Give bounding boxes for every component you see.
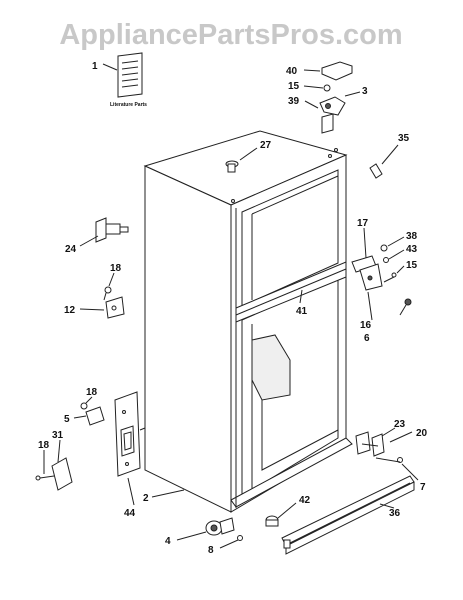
- callout-6: 6: [364, 333, 370, 344]
- callout-23: 23: [394, 419, 406, 430]
- kick-plate-bracket: [114, 391, 146, 506]
- literature-parts-card: Literature Parts: [102, 52, 147, 108]
- literature-caption: Literature Parts: [110, 102, 147, 108]
- bottom-hinge-right: [355, 427, 419, 481]
- callout-8: 8: [208, 545, 214, 556]
- callout-18-lower: 18: [86, 387, 98, 398]
- callout-40: 40: [286, 66, 298, 77]
- hinge-pin-part: [369, 144, 399, 179]
- callout-4: 4: [165, 536, 171, 547]
- callout-15-mid: 15: [406, 260, 418, 271]
- center-hinge-left: [79, 272, 125, 319]
- watermark-text: AppliancePartsPros.com: [59, 19, 402, 51]
- top-hinge-cover: [303, 61, 353, 81]
- callout-18-bottom: 18: [38, 440, 50, 451]
- callout-42: 42: [299, 495, 311, 506]
- callout-39: 39: [288, 96, 300, 107]
- leader-41: [299, 289, 303, 304]
- lower-hinge-bracket: [73, 396, 105, 426]
- refrigerator-cabinet: [143, 130, 353, 513]
- callout-35: 35: [398, 133, 410, 144]
- leader-2: [151, 489, 185, 498]
- center-hinge-right: [351, 227, 412, 321]
- callout-15-top: 15: [288, 81, 300, 92]
- callout-41: 41: [296, 306, 308, 317]
- callout-38: 38: [406, 231, 418, 242]
- door-stop-bracket: [79, 217, 129, 247]
- plug-button: [225, 147, 258, 173]
- callout-17: 17: [357, 218, 369, 229]
- callout-24: 24: [65, 244, 77, 255]
- callout-27: 27: [260, 140, 272, 151]
- callout-43: 43: [406, 244, 418, 255]
- callout-3: 3: [362, 86, 368, 97]
- callout-7: 7: [420, 482, 426, 493]
- callout-1: 1: [92, 61, 98, 72]
- callout-2: 2: [143, 493, 149, 504]
- roller-assembly: [176, 517, 243, 549]
- callout-31: 31: [52, 430, 64, 441]
- callout-5: 5: [64, 414, 70, 425]
- callout-20: 20: [416, 428, 428, 439]
- lower-cover-part: [35, 439, 73, 491]
- base-grille: [281, 475, 415, 555]
- callout-44: 44: [124, 508, 136, 519]
- callout-labels: 1 40 15 3 39 27 35 24 18 12 17 38 43 15 …: [38, 61, 428, 556]
- top-hinge-assembly: [303, 84, 361, 134]
- callout-36: 36: [389, 508, 401, 519]
- callout-18-upper: 18: [110, 263, 122, 274]
- leveling-leg: [265, 502, 297, 527]
- callout-16: 16: [360, 320, 372, 331]
- callout-12: 12: [64, 305, 76, 316]
